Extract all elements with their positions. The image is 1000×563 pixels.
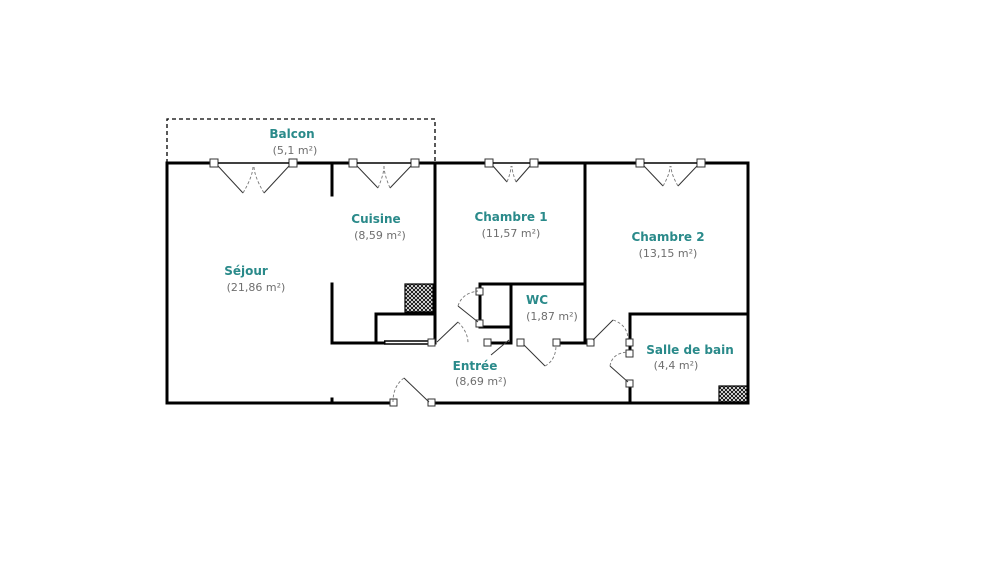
label-wc: WC (1,87 m²) — [526, 293, 578, 323]
room-area-salle-de-bain: (4,4 m²) — [654, 359, 699, 372]
door-placard — [483, 338, 510, 356]
window-chambre2 — [635, 158, 706, 187]
room-area-balcon: (5,1 m²) — [273, 144, 318, 157]
door-chambre1 — [457, 287, 484, 328]
label-sejour: Séjour (21,86 m²) — [224, 264, 285, 294]
room-name-wc: WC — [526, 293, 548, 307]
duct-salle-de-bain — [718, 385, 748, 403]
window-sejour — [209, 158, 298, 194]
room-area-wc: (1,87 m²) — [526, 310, 578, 323]
label-balcon: Balcon (5,1 m²) — [269, 127, 317, 157]
room-area-sejour: (21,86 m²) — [227, 281, 286, 294]
room-name-salle-de-bain: Salle de bain — [646, 343, 734, 357]
label-chambre2: Chambre 2 (13,15 m²) — [631, 230, 704, 260]
balcony-outline — [166, 118, 436, 163]
room-name-chambre1: Chambre 1 — [474, 210, 547, 224]
room-name-sejour: Séjour — [224, 264, 268, 278]
outer-walls — [165, 161, 750, 405]
room-area-chambre2: (13,15 m²) — [639, 247, 698, 260]
window-chambre1 — [484, 158, 539, 183]
room-area-chambre1: (11,57 m²) — [482, 227, 541, 240]
room-area-entree: (8,69 m²) — [455, 375, 507, 388]
room-name-chambre2: Chambre 2 — [631, 230, 704, 244]
room-name-entree: Entrée — [453, 359, 498, 373]
door-entree — [389, 377, 436, 407]
window-cuisine — [348, 158, 420, 189]
room-name-cuisine: Cuisine — [351, 212, 400, 226]
door-chambre2 — [586, 319, 634, 347]
room-area-cuisine: (8,59 m²) — [354, 229, 406, 242]
duct-cuisine — [404, 283, 434, 313]
label-cuisine: Cuisine (8,59 m²) — [351, 212, 406, 242]
door-wc — [516, 338, 561, 367]
door-cuisine — [427, 321, 469, 347]
label-entree: Entrée (8,69 m²) — [453, 359, 507, 388]
label-salle-de-bain: Salle de bain (4,4 m²) — [646, 343, 734, 372]
door-salle-de-bain — [609, 349, 634, 388]
room-name-balcon: Balcon — [269, 127, 314, 141]
label-chambre1: Chambre 1 (11,57 m²) — [474, 210, 547, 240]
